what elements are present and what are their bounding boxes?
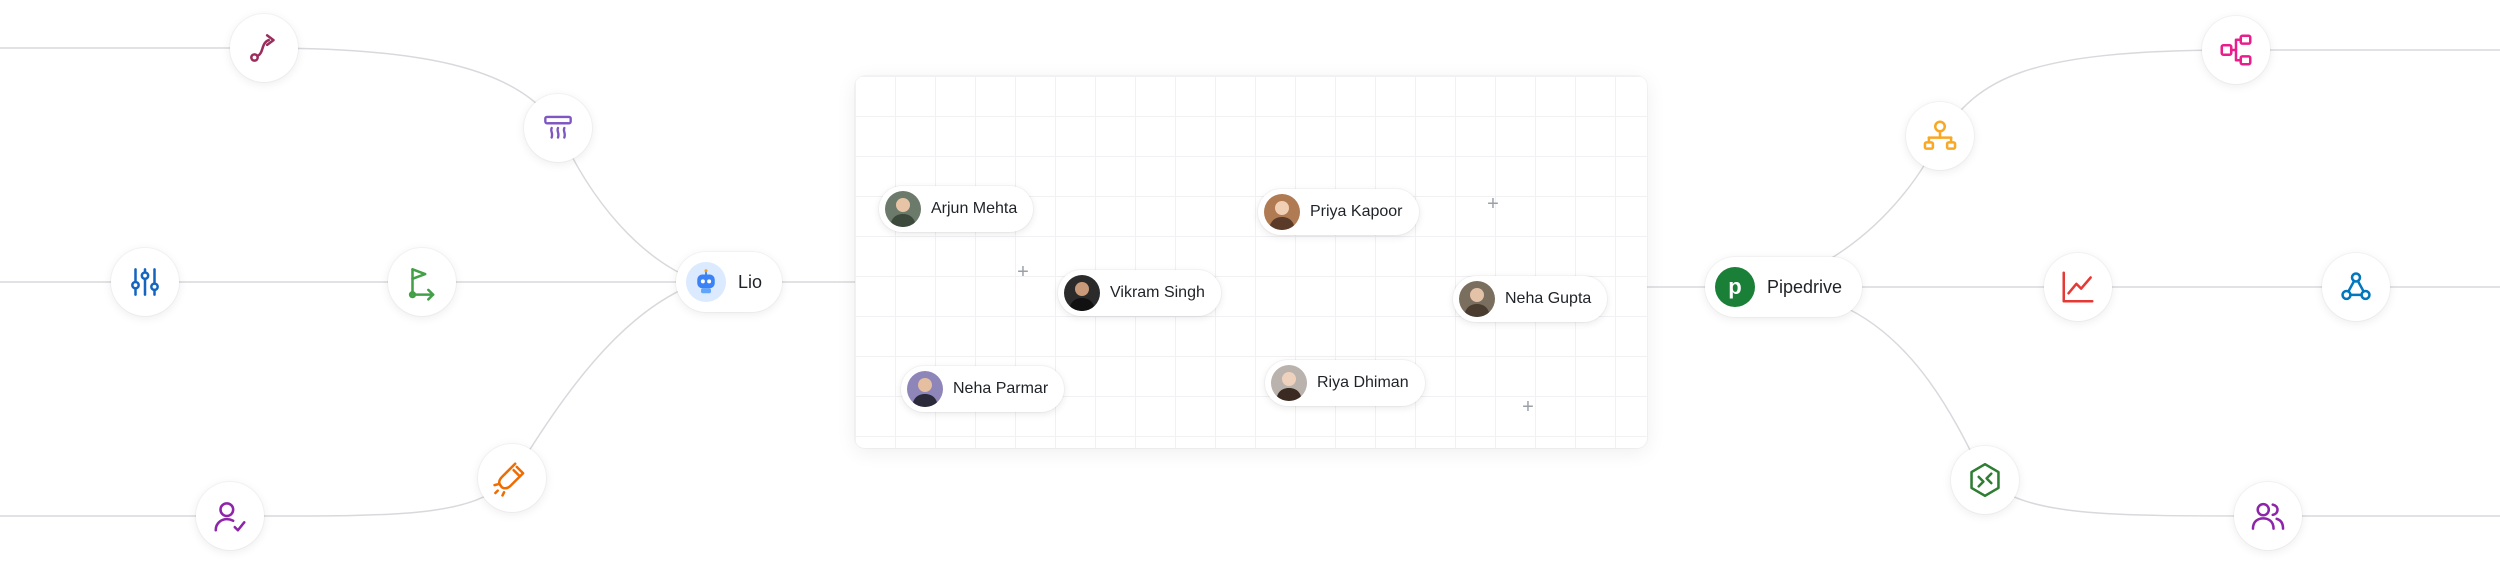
avatar <box>885 191 921 227</box>
plus-marker: + <box>1522 396 1534 418</box>
pipedrive-hub[interactable]: p Pipedrive <box>1705 257 1863 317</box>
flag-route-node[interactable] <box>388 248 456 316</box>
workflow-icon <box>2220 34 2252 66</box>
person-name: Riya Dhiman <box>1317 374 1409 391</box>
people-panel: Arjun Mehta Vikram Singh Neha Parmar Pri… <box>855 76 1647 448</box>
sliders-node[interactable] <box>111 248 179 316</box>
org-chart-node[interactable] <box>1906 102 1974 170</box>
plus-marker: + <box>1487 193 1499 215</box>
person-name: Neha Gupta <box>1505 290 1592 307</box>
air-conditioner-node[interactable] <box>524 94 592 162</box>
person-chip[interactable]: Priya Kapoor <box>1258 189 1419 235</box>
avatar <box>1264 194 1300 230</box>
pipedrive-hub-label: Pipedrive <box>1767 276 1843 297</box>
users-node[interactable] <box>2234 482 2302 550</box>
person-chip[interactable]: Riya Dhiman <box>1265 360 1425 406</box>
avatar <box>1064 275 1100 311</box>
user-check-node[interactable] <box>196 482 264 550</box>
avatar <box>1271 365 1307 401</box>
person-chip[interactable]: Neha Gupta <box>1453 276 1608 322</box>
air-conditioner-icon <box>544 115 572 139</box>
magnet-node[interactable] <box>478 444 546 512</box>
line-chart-icon <box>2062 271 2094 303</box>
lio-hub[interactable]: Lio <box>676 252 783 312</box>
connector-line <box>511 281 701 479</box>
workflow-node[interactable] <box>2202 16 2270 84</box>
integration-hex-node[interactable] <box>1951 446 2019 514</box>
org-chart-icon <box>1923 120 1957 150</box>
person-chip[interactable]: Arjun Mehta <box>879 186 1034 232</box>
person-name: Vikram Singh <box>1110 284 1205 301</box>
flag-route-icon <box>408 268 435 301</box>
users-icon <box>2251 502 2285 530</box>
connector-line <box>263 47 559 129</box>
magnet-icon <box>493 462 525 497</box>
share-nodes-icon <box>2341 272 2371 301</box>
avatar <box>1459 281 1495 317</box>
route-node[interactable] <box>230 14 298 82</box>
pipedrive-logo-icon: p <box>1715 267 1755 307</box>
robot-avatar-icon <box>686 262 726 302</box>
sliders-icon <box>131 268 159 296</box>
avatar <box>907 371 943 407</box>
person-name: Arjun Mehta <box>931 200 1018 217</box>
plus-marker: + <box>1017 261 1029 283</box>
user-check-icon <box>214 502 246 532</box>
route-icon <box>250 34 275 62</box>
lio-hub-label: Lio <box>738 271 763 292</box>
person-chip[interactable]: Vikram Singh <box>1058 270 1221 316</box>
line-chart-node[interactable] <box>2044 253 2112 321</box>
person-chip[interactable]: Neha Parmar <box>901 366 1065 412</box>
share-nodes-node[interactable] <box>2322 253 2390 321</box>
person-name: Neha Parmar <box>953 380 1049 397</box>
person-name: Priya Kapoor <box>1310 203 1403 220</box>
integration-hex-icon <box>1970 462 2000 498</box>
